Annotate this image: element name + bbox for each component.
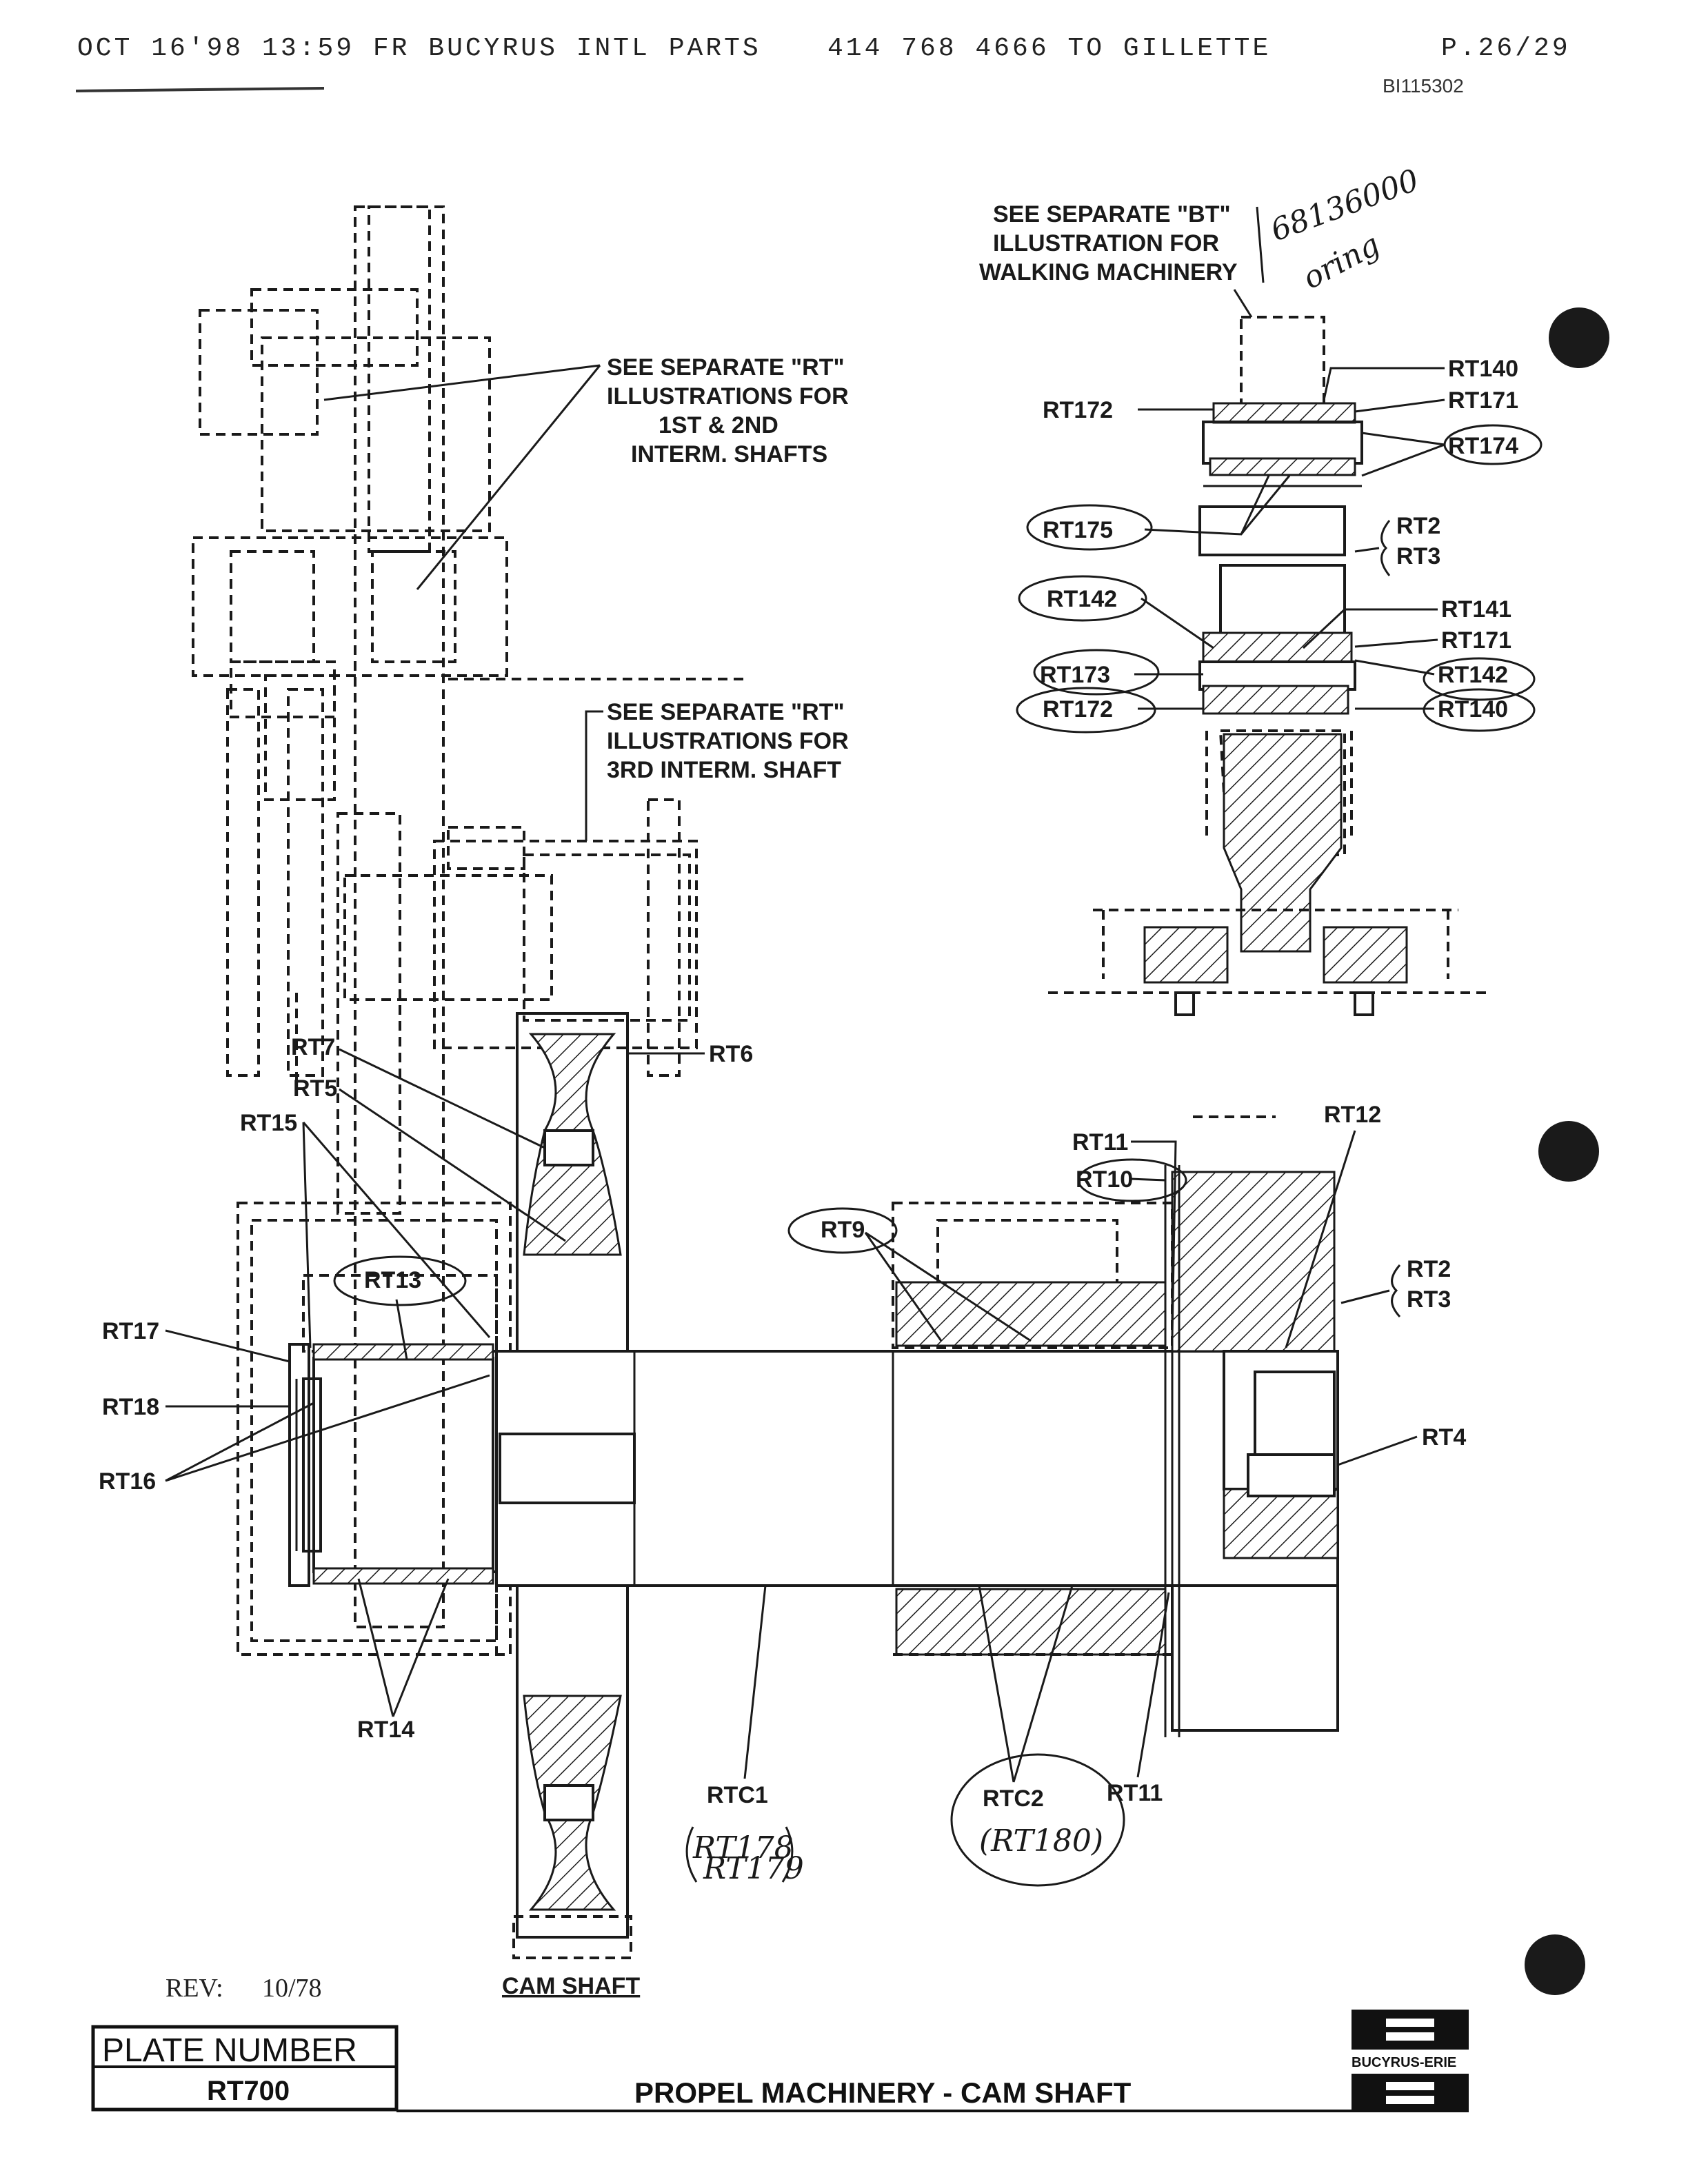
label-rt7: RT7 bbox=[291, 1034, 335, 1060]
label-rt2-main: RT2 bbox=[1407, 1256, 1451, 1282]
label-rt140-top: RT140 bbox=[1448, 356, 1518, 382]
note-line-2: ILLUSTRATIONS FOR bbox=[607, 728, 849, 754]
handwritten-rtc1-note-2: RT179 bbox=[703, 1851, 804, 1886]
fax-page-number: P.26/29 bbox=[1441, 34, 1571, 63]
note-line-2: ILLUSTRATION FOR bbox=[993, 230, 1219, 256]
intermediate-shafts-outline bbox=[192, 205, 745, 1628]
fax-header-middle: 414 768 4666 TO GILLETTE bbox=[827, 34, 1271, 63]
label-rtc2: RTC2 bbox=[983, 1786, 1044, 1812]
fax-underline bbox=[75, 87, 325, 92]
fax-header: OCT 16'98 13:59 FR BUCYRUS INTL PARTS 41… bbox=[75, 34, 1571, 97]
label-rt6: RT6 bbox=[709, 1041, 753, 1067]
label-rt17: RT17 bbox=[102, 1318, 159, 1344]
brand-name: BUCYRUS-ERIE bbox=[1352, 2055, 1456, 2070]
plate-number-label: PLATE NUMBER bbox=[102, 2032, 357, 2069]
label-rt15: RT15 bbox=[240, 1110, 297, 1136]
label-rt12: RT12 bbox=[1324, 1102, 1381, 1128]
label-rt18: RT18 bbox=[102, 1394, 159, 1420]
fax-header-left: OCT 16'98 13:59 FR BUCYRUS INTL PARTS bbox=[77, 34, 761, 63]
label-rt4: RT4 bbox=[1422, 1424, 1466, 1450]
handwritten-rtc2-note: (RT180) bbox=[979, 1823, 1103, 1859]
walking-labels: RT140 RT171 RT174 RT172 RT175 RT2 RT3 RT… bbox=[1040, 356, 1518, 722]
label-rt171-top: RT171 bbox=[1448, 387, 1518, 414]
document-id: BI115302 bbox=[1383, 75, 1464, 97]
bucyrus-erie-logo: BUCYRUS-ERIE bbox=[1352, 2010, 1469, 2112]
drawing-title: PROPEL MACHINERY - CAM SHAFT bbox=[634, 2076, 1132, 2109]
binder-hole-artifacts bbox=[1525, 307, 1609, 1995]
label-rt9: RT9 bbox=[821, 1217, 865, 1243]
note-first-second-shafts: SEE SEPARATE "RT" ILLUSTRATIONS FOR 1ST … bbox=[323, 354, 849, 590]
label-rt10: RT10 bbox=[1076, 1166, 1133, 1193]
label-rt3-main: RT3 bbox=[1407, 1286, 1451, 1313]
note-line-4: INTERM. SHAFTS bbox=[631, 441, 827, 467]
label-rt175: RT175 bbox=[1043, 517, 1113, 543]
label-rt11-top: RT11 bbox=[1072, 1129, 1128, 1155]
label-cam-shaft: CAM SHAFT bbox=[502, 1973, 640, 1999]
label-rt171-mid: RT171 bbox=[1441, 627, 1511, 654]
walking-machinery-detail bbox=[1048, 316, 1489, 1016]
note-line-3: WALKING MACHINERY bbox=[979, 259, 1238, 285]
label-rt173: RT173 bbox=[1040, 662, 1110, 688]
plate-number-value: RT700 bbox=[207, 2076, 290, 2106]
note-line-1: SEE SEPARATE "BT" bbox=[993, 201, 1231, 228]
note-line-3: 1ST & 2ND bbox=[659, 412, 778, 438]
rev-value: 10/78 bbox=[262, 1974, 322, 2003]
note-line-1: SEE SEPARATE "RT" bbox=[607, 699, 845, 725]
label-rt142-right: RT142 bbox=[1438, 662, 1508, 688]
label-rt2-top: RT2 bbox=[1396, 513, 1440, 539]
label-rt172-top: RT172 bbox=[1043, 397, 1113, 423]
note-line-1: SEE SEPARATE "RT" bbox=[607, 354, 845, 381]
note-line-3: 3RD INTERM. SHAFT bbox=[607, 757, 841, 783]
label-rt14: RT14 bbox=[357, 1717, 414, 1743]
handwritten-rtc1-note-1: RT178 bbox=[692, 1830, 794, 1866]
label-rt174: RT174 bbox=[1448, 433, 1518, 459]
label-rtc1: RTC1 bbox=[707, 1782, 768, 1808]
cam-shaft-labels: RT7 RT5 RT6 RT15 RT13 RT17 RT18 RT16 RT1… bbox=[99, 1034, 1466, 1999]
label-rt3-top: RT3 bbox=[1396, 543, 1440, 569]
note-third-shaft: SEE SEPARATE "RT" ILLUSTRATIONS FOR 3RD … bbox=[585, 699, 849, 841]
note-walking-machinery: SEE SEPARATE "BT" ILLUSTRATION FOR WALKI… bbox=[979, 201, 1265, 318]
label-rt13: RT13 bbox=[364, 1267, 421, 1293]
label-rt5: RT5 bbox=[293, 1075, 337, 1102]
label-rt16: RT16 bbox=[99, 1468, 156, 1495]
rev-label: REV: bbox=[165, 1974, 223, 2003]
label-rt141: RT141 bbox=[1441, 596, 1511, 623]
label-rt142-left: RT142 bbox=[1047, 586, 1117, 612]
label-rt140-bottom: RT140 bbox=[1438, 696, 1508, 722]
note-line-2: ILLUSTRATIONS FOR bbox=[607, 383, 849, 410]
cam-shaft-section bbox=[237, 1012, 1339, 1959]
title-block: REV: 10/78 PLATE NUMBER RT700 PROPEL MAC… bbox=[91, 1974, 1469, 2112]
label-rt172-bottom: RT172 bbox=[1043, 696, 1113, 722]
handwritten-word: oring bbox=[1297, 227, 1385, 296]
handwritten-part-number: 68136000 bbox=[1266, 163, 1423, 249]
label-rt11-bottom: RT11 bbox=[1107, 1780, 1163, 1806]
